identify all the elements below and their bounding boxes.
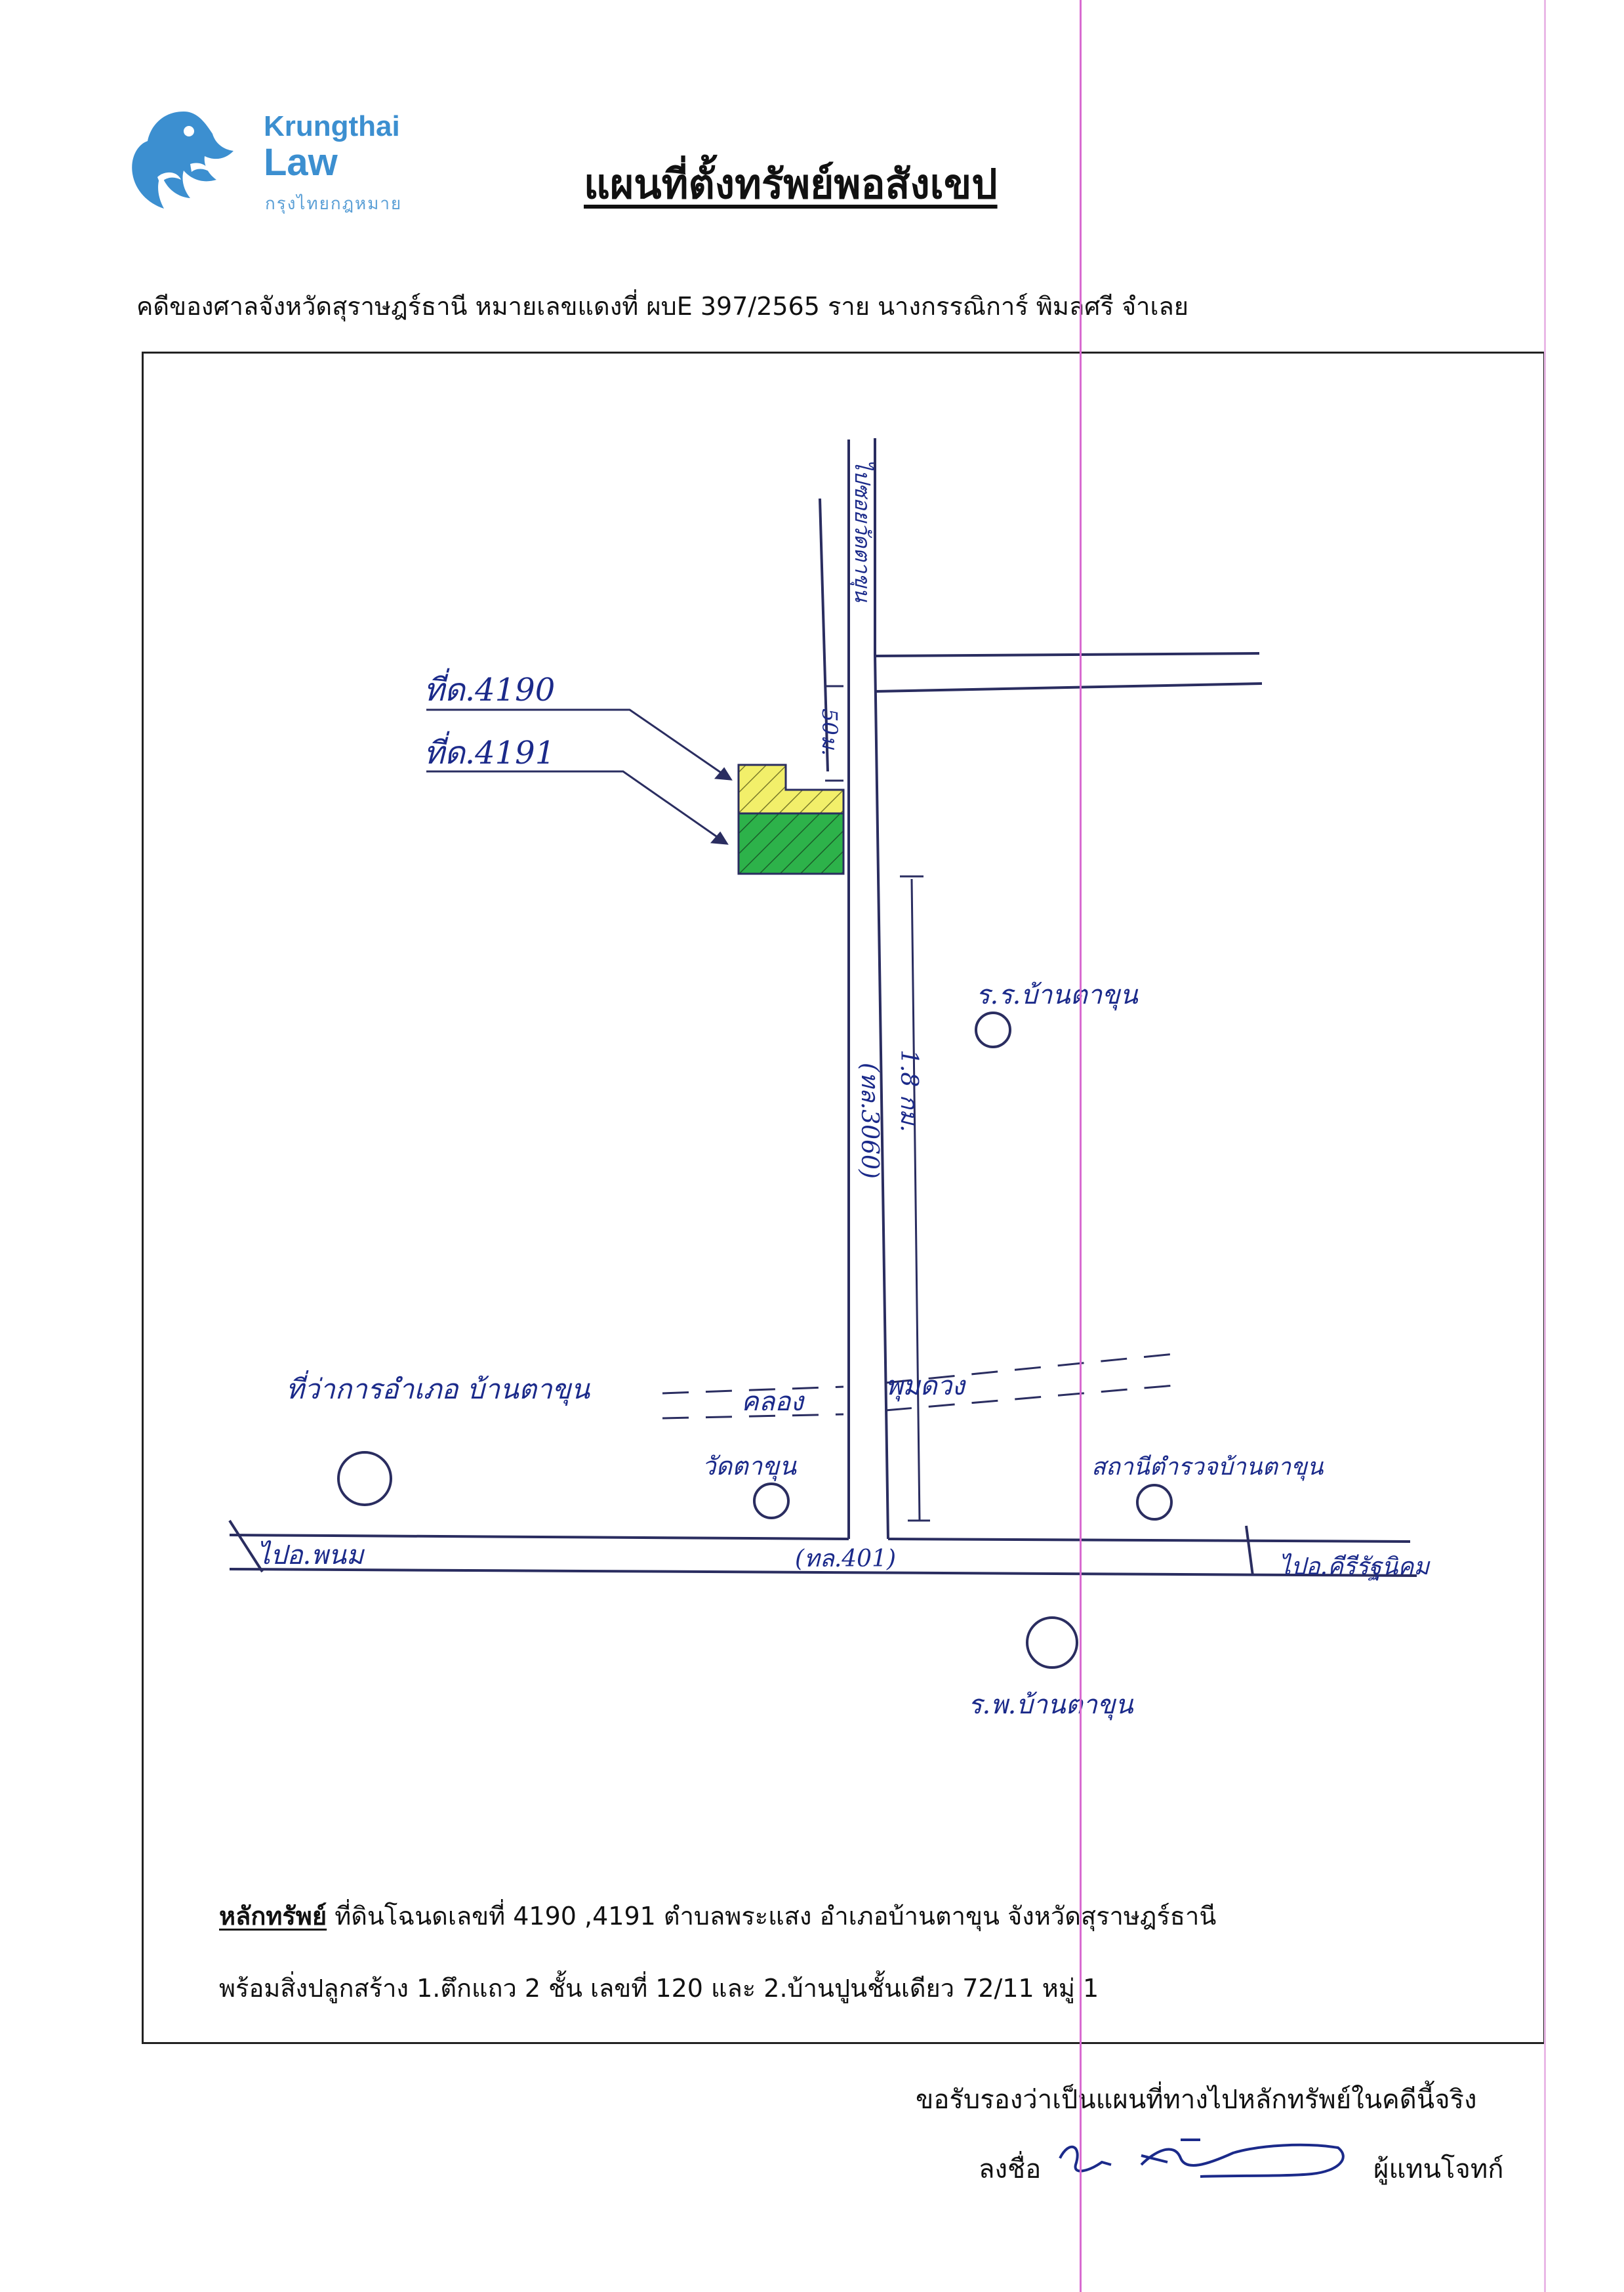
signature-drawing	[1059, 2139, 1345, 2178]
school-marker	[975, 1012, 1011, 1048]
canal-label: คลอง	[741, 1387, 805, 1417]
scan-guide-line-2	[1544, 0, 1546, 2292]
distance-18-label: 1.8 กม.	[895, 1050, 922, 1132]
district-office-marker	[337, 1451, 392, 1506]
road-401-top-edge	[229, 1534, 849, 1540]
to-phanom-label: ไปอ.พนม	[257, 1540, 365, 1570]
brand-name-thai: กรุงไทยกฎหมาย	[265, 194, 403, 214]
branch-road-bottom-edge	[874, 682, 1263, 693]
plot-4191-arrowhead	[710, 831, 729, 845]
hospital-label: ร.พ.บ้านตาขุน	[968, 1690, 1134, 1721]
scan-guide-line-1	[1080, 0, 1082, 2292]
road-3060-right-edge	[874, 654, 889, 1540]
plot-4191-leader	[426, 770, 727, 845]
temple-marker	[753, 1483, 790, 1519]
road-401-label: (ทล.401)	[795, 1545, 896, 1572]
soi-road-left-edge	[819, 498, 829, 772]
branch-road-top-edge	[874, 652, 1260, 657]
district-office-label: ที่ว่าการอำเภอ บ้านตาขุน	[286, 1370, 590, 1406]
asset-line-2: พร้อมสิ่งปลูกสร้าง 1.ตึกแถว 2 ชั้น เลขที…	[219, 1974, 1099, 2003]
plot-4190-leader	[426, 708, 731, 781]
canal-name-label: พุมดวง	[885, 1371, 966, 1402]
plot-4191-label: ที่ด.4191	[424, 731, 555, 771]
police-label: สถานีตำรวจบ้านตาขุน	[1091, 1454, 1324, 1481]
to-khiri-label: ไปอ.คีรีรัฐนิคม	[1279, 1553, 1431, 1581]
brand-name-line2: Law	[264, 141, 338, 184]
road-401-bottom-edge	[229, 1568, 1417, 1577]
certification-text: ขอรับรองว่าเป็นแผนที่ทางไปหลักทรัพย์ในคด…	[916, 2085, 1477, 2115]
plot-4191-shape	[737, 812, 845, 875]
police-marker	[1136, 1484, 1173, 1521]
road-401-right-cap	[1245, 1525, 1254, 1576]
garuda-logo-icon	[132, 112, 233, 209]
temple-label: วัดตาขุน	[702, 1452, 797, 1481]
krungthai-law-logo	[118, 98, 249, 230]
distance-50-label: 50ม.	[817, 708, 842, 756]
canal-lines	[662, 1353, 1175, 1420]
asset-line-1-text: ที่ดินโฉนดเลขที่ 4190 ,4191 ตำบลพระแสง อ…	[327, 1902, 1217, 1931]
plot-4190-label: ที่ด.4190	[424, 668, 555, 708]
sign-label: ลงชื่อ	[979, 2154, 1042, 2184]
brand-name-line1: Krungthai	[264, 110, 400, 142]
signer-role: ผู้แทนโจทก์	[1373, 2154, 1504, 2184]
hospital-marker	[1026, 1616, 1078, 1669]
road-upper-label: ไปซอยวัดตาขุน	[849, 459, 875, 602]
school-label: ร.ร.บ้านตาขุน	[976, 980, 1139, 1011]
asset-line-1: หลักทรัพย์ ที่ดินโฉนดเลขที่ 4190 ,4191 ต…	[219, 1896, 1216, 1936]
case-info-line: คดีของศาลจังหวัดสุราษฎร์ธานี หมายเลขแดงท…	[136, 292, 1188, 321]
plot-4190-shape	[737, 764, 845, 815]
road-3060-label: (ทล.3060)	[856, 1063, 883, 1179]
road-401-left-cap	[228, 1519, 264, 1573]
asset-label: หลักทรัพย์	[219, 1902, 327, 1931]
plot-4190-arrowhead	[714, 767, 733, 781]
distance-18-line	[910, 878, 921, 1521]
road-401-top-edge-right	[887, 1538, 1411, 1543]
page-title: แผนที่ตั้งทรัพย์พอสังเขป	[584, 160, 998, 208]
